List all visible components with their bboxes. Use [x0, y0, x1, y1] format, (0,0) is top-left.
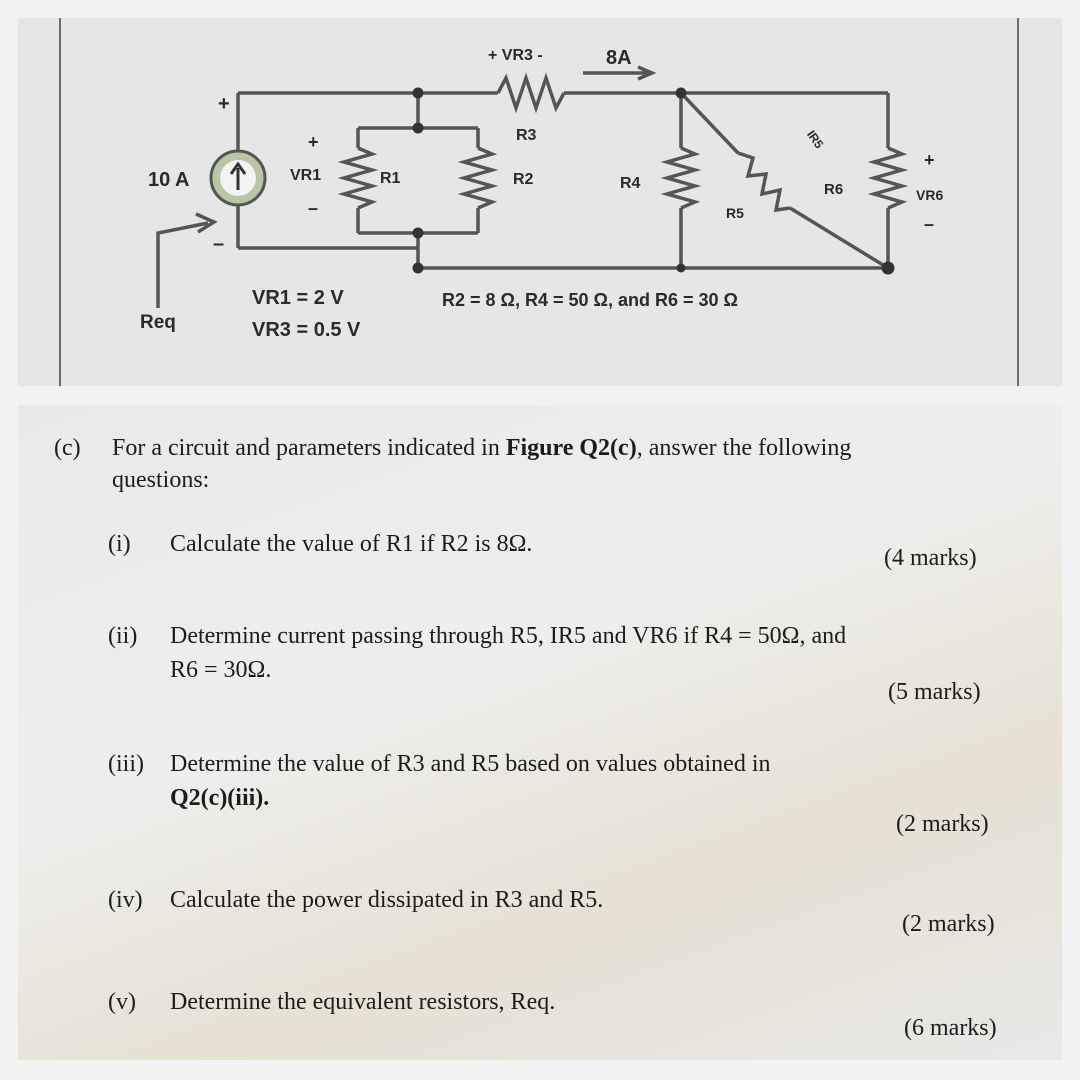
current-source-icon: [209, 149, 267, 207]
source-label: 10 A: [148, 169, 190, 191]
ir5-label: IR5: [804, 128, 826, 152]
question-i: (i) Calculate the value of R1 if R2 is 8Ω…: [108, 531, 532, 558]
question-intro-line2: questions:: [112, 467, 210, 493]
figure-reference: Figure Q2(c): [505, 435, 637, 461]
given-resistors: R2 = 8 Ω, R4 = 50 Ω, and R6 = 30 Ω: [442, 290, 738, 310]
r2-label: R2: [513, 171, 534, 188]
question-intro-number: (c): [54, 435, 81, 461]
source-plus: +: [218, 93, 230, 115]
circuit-diagram: 10 A + – Req + VR1 – R1 + VR3 - 8A R3 R2…: [59, 18, 1019, 386]
question-ii: (ii) Determine current passing through R5…: [108, 623, 846, 650]
question-ii-line2: R6 = 30Ω.: [170, 657, 272, 683]
intro-text: For a circuit and parameters indicated i…: [112, 435, 506, 461]
question-number: (ii): [108, 623, 138, 649]
marks-ii: (5 marks): [888, 679, 981, 705]
question-iii: (iii) Determine the value of R3 and R5 ba…: [108, 751, 771, 778]
intro-text-end: , answer the following: [636, 435, 852, 461]
question-number: (i): [108, 531, 131, 557]
vr3-label: + VR3 -: [488, 47, 543, 64]
question-text: Determine the equivalent resistors, Req.: [170, 989, 556, 1015]
req-label: Req: [140, 312, 176, 333]
vr1-minus: –: [308, 198, 318, 218]
source-minus: –: [213, 233, 224, 255]
question-iv: (iv) Calculate the power dissipated in R3…: [108, 887, 603, 914]
r1-label: R1: [380, 170, 401, 187]
question-iii-line2: Q2(c)(iii).: [170, 785, 270, 811]
vr1-plus: +: [308, 132, 319, 152]
question-number: (v): [108, 989, 136, 1015]
question-number: (iii): [108, 751, 144, 777]
circuit-nodes: [412, 87, 895, 275]
r6-label: R6: [824, 181, 843, 198]
vr6-plus: +: [924, 150, 935, 170]
marks-v: (6 marks): [904, 1015, 997, 1041]
question-v: (v) Determine the equivalent resistors, R…: [108, 989, 555, 1016]
question-intro-line1: For a circuit and parameters indicated i…: [112, 435, 851, 462]
vr6-minus: –: [924, 214, 934, 234]
vr6-label: VR6: [916, 187, 943, 203]
marks-iv: (2 marks): [902, 911, 995, 937]
circuit-figure: 10 A + – Req + VR1 – R1 + VR3 - 8A R3 R2…: [18, 18, 1062, 386]
marks-i: (4 marks): [884, 545, 977, 571]
r5-label: R5: [726, 205, 744, 221]
vr1-label: VR1: [290, 167, 321, 184]
question-number: (iv): [108, 887, 143, 913]
current-label: 8A: [606, 47, 632, 69]
question-text: Determine the value of R3 and R5 based o…: [170, 751, 771, 777]
question-text: Calculate the value of R1 if R2 is 8Ω.: [170, 531, 533, 557]
marks-iii: (2 marks): [896, 811, 989, 837]
question-text: Calculate the power dissipated in R3 and…: [170, 887, 604, 913]
r4-label: R4: [620, 175, 641, 192]
r3-label: R3: [516, 127, 537, 144]
given-vr3: VR3 = 0.5 V: [252, 319, 361, 341]
questions-section: (c) For a circuit and parameters indicat…: [18, 405, 1062, 1060]
question-text: Determine current passing through R5, IR…: [170, 623, 847, 649]
given-vr1: VR1 = 2 V: [252, 287, 344, 309]
